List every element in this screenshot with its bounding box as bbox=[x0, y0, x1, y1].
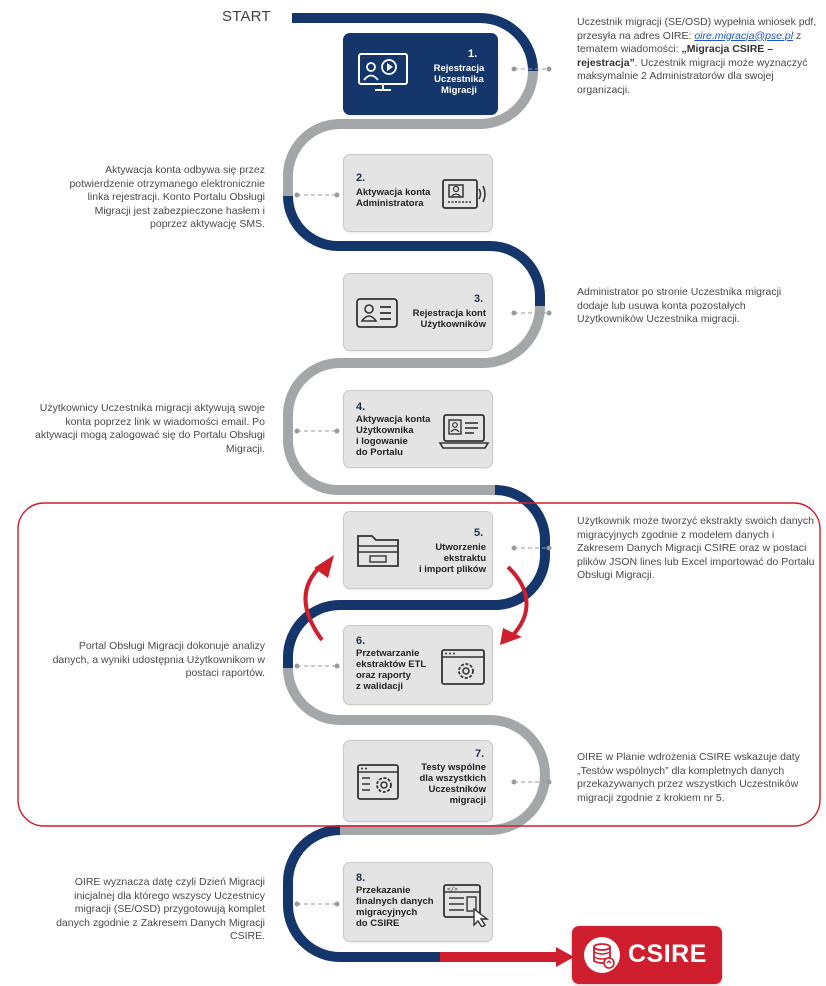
track-seg-3 bbox=[283, 305, 545, 440]
browser-gear-icon bbox=[441, 649, 485, 685]
folder-icon bbox=[357, 535, 399, 567]
database-sync-icon bbox=[584, 937, 620, 973]
track-seg-4 bbox=[283, 439, 495, 495]
id-card-contactless-icon bbox=[442, 179, 486, 209]
loop-arrow-down-head bbox=[500, 628, 522, 645]
step-4-description: Użytkownicy Uczestnika migracji aktywują… bbox=[35, 402, 265, 455]
step-1-description: Uczestnik migracji (SE/OSD) wypełnia wni… bbox=[577, 16, 817, 96]
step-2-number: 2. bbox=[356, 172, 366, 184]
step-3-description: Administrator po stronie Uczestnika migr… bbox=[577, 286, 782, 325]
track-seg-2 bbox=[283, 195, 545, 306]
code-window-cursor-icon: </> bbox=[443, 884, 490, 927]
step-7-description: OIRE w Planie wdrożenia CSIRE wskazuje d… bbox=[577, 751, 800, 804]
track-seg-5 bbox=[283, 485, 550, 668]
step-5-description: Użytkownik może tworzyć ekstrakty swoich… bbox=[577, 515, 815, 581]
step-1-number: 1. bbox=[468, 48, 478, 60]
start-label: START bbox=[222, 8, 271, 25]
csire-end-badge: CSIRE bbox=[572, 926, 722, 984]
end-arrowhead bbox=[556, 947, 574, 967]
csire-label: CSIRE bbox=[628, 940, 707, 968]
user-card-icon bbox=[356, 298, 398, 328]
loop-arrow-down bbox=[506, 565, 529, 638]
iteration-loop-frame bbox=[17, 502, 821, 827]
track-seg-1 bbox=[283, 70, 538, 196]
step-8-number: 8. bbox=[356, 872, 366, 884]
step-8-description: OIRE wyznacza datę czyli Dzień Migracji … bbox=[56, 876, 265, 942]
track-seg-7 bbox=[283, 825, 440, 962]
connector-dots bbox=[297, 68, 549, 905]
track-seg-6 bbox=[283, 667, 551, 835]
window-gear-icon bbox=[357, 764, 399, 800]
loop-arrow-up-head bbox=[314, 555, 334, 578]
step-2-description: Aktywacja konta odbywa się przez potwier… bbox=[69, 164, 265, 230]
step-3-number: 3. bbox=[474, 293, 484, 305]
laptop-login-icon bbox=[438, 414, 490, 449]
step-7-number: 7. bbox=[475, 748, 485, 760]
step-6-number: 6. bbox=[356, 635, 366, 647]
svg-text:</>: </> bbox=[447, 886, 458, 893]
track-start-top bbox=[292, 13, 538, 72]
step-6-description: Portal Obsługi Migracji dokonuje analizy… bbox=[52, 640, 265, 679]
step-5-number: 5. bbox=[474, 527, 484, 539]
video-presentation-icon bbox=[358, 53, 408, 91]
loop-arrow-up bbox=[303, 563, 324, 642]
oire-email-link[interactable]: oire.migracja@pse.pl bbox=[694, 29, 794, 42]
step-4-number: 4. bbox=[356, 401, 366, 413]
